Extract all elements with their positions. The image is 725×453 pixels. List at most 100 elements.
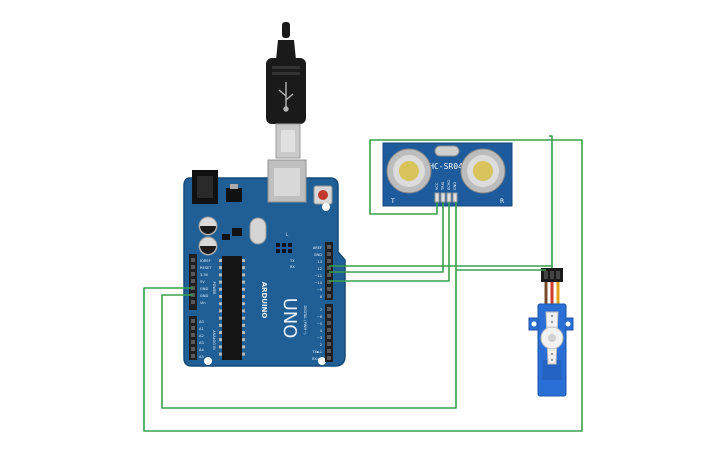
- power-pin[interactable]: [191, 258, 195, 262]
- digital-pin[interactable]: [327, 259, 331, 263]
- wire-pin10-to-echo[interactable]: [329, 202, 450, 282]
- usb-cable[interactable]: [266, 22, 306, 159]
- analog-pin[interactable]: [191, 340, 195, 344]
- pin-label: A1: [199, 327, 204, 331]
- digital-pin[interactable]: [327, 307, 331, 311]
- wires: [143, 135, 583, 432]
- chip-leg: [219, 316, 222, 320]
- atmega-chip: [222, 256, 242, 360]
- power-pin[interactable]: [191, 265, 195, 269]
- usb-cable-wire: [282, 22, 290, 38]
- analog-pin[interactable]: [191, 354, 195, 358]
- mount-hole: [318, 357, 326, 365]
- pin-label: RESET: [200, 266, 212, 270]
- analog-pin[interactable]: [191, 326, 195, 330]
- sensor-pin-label: GND: [453, 182, 457, 190]
- arduino-uno-board[interactable]: L TX RX ARDUINO UNO IOREFRESET3.3V5VGNDG…: [183, 159, 346, 367]
- chip-leg: [219, 259, 222, 262]
- pin-label: 12: [317, 267, 322, 271]
- pin-label: 7: [320, 308, 322, 312]
- pin-label: GND: [200, 294, 208, 298]
- chip-leg: [242, 309, 245, 313]
- chip-leg: [242, 266, 245, 270]
- digital-section-title: DIGITAL (PWM~): [303, 305, 307, 335]
- chip-leg: [219, 295, 222, 298]
- receiver-transducer: [460, 148, 506, 194]
- pin-label: A0: [199, 320, 204, 324]
- digital-pin[interactable]: [327, 245, 331, 249]
- power-section-title: POWER: [212, 282, 216, 296]
- micro-servo[interactable]: [528, 268, 574, 397]
- wire-gnd-to-sensor-gnd[interactable]: [161, 202, 457, 409]
- sensor-pin-label: VCC: [435, 182, 439, 190]
- digital-pin[interactable]: [327, 328, 331, 332]
- arduino-model-text: UNO: [279, 298, 300, 339]
- wire-5v-to-servo[interactable]: [143, 139, 583, 432]
- digital-pin[interactable]: [327, 273, 331, 277]
- sensor-corner-right: R: [500, 198, 504, 205]
- pin-label: 13: [317, 260, 322, 264]
- digital-pin[interactable]: [327, 356, 331, 360]
- digital-pin[interactable]: [327, 335, 331, 339]
- transmitter-transducer: [386, 148, 432, 194]
- chip-leg: [219, 302, 222, 306]
- chip-leg: [219, 309, 222, 313]
- digital-header-top: [325, 242, 333, 300]
- analog-pin-holes: [191, 319, 195, 358]
- usb-strain-relief: [276, 40, 296, 60]
- chip-leg: [219, 280, 222, 284]
- servo-horn: [540, 311, 564, 365]
- digital-pin[interactable]: [327, 342, 331, 346]
- chip-leg: [219, 352, 222, 356]
- pin-label: GND: [314, 253, 322, 257]
- power-pin[interactable]: [191, 272, 195, 276]
- sensor-pin-label: ECHO: [447, 180, 451, 190]
- power-pin[interactable]: [191, 300, 195, 304]
- mount-hole: [322, 203, 330, 211]
- chip-leg: [219, 273, 222, 277]
- led-label-l: L: [286, 232, 289, 237]
- chip-leg: [219, 287, 222, 291]
- pin-label: 4: [320, 329, 323, 333]
- chip-leg: [242, 323, 245, 327]
- sensor-name-label: HC-SR04: [429, 162, 463, 171]
- chip-leg: [242, 273, 245, 277]
- digital-pin[interactable]: [327, 287, 331, 291]
- sensor-pin-label: TRIG: [441, 181, 445, 191]
- chip-leg: [242, 295, 245, 298]
- digital-pin[interactable]: [327, 294, 331, 298]
- sensor-crystal: [434, 145, 460, 157]
- pin-label: A4: [199, 348, 204, 352]
- analog-pin[interactable]: [191, 347, 195, 351]
- digital-pin[interactable]: [327, 280, 331, 284]
- digital-pin[interactable]: [327, 266, 331, 270]
- chip-legs: [219, 259, 245, 356]
- chip-leg: [242, 302, 245, 306]
- chip-leg: [242, 259, 245, 262]
- power-pin[interactable]: [191, 279, 195, 283]
- chip-leg: [242, 316, 245, 320]
- analog-pin[interactable]: [191, 319, 195, 323]
- icsp-header: [276, 243, 292, 253]
- pin-label: 2: [320, 343, 322, 347]
- chip-leg: [219, 323, 222, 327]
- wire-servo-vcc[interactable]: [549, 135, 553, 268]
- pin-label: A5: [199, 355, 204, 359]
- analog-header: [189, 316, 197, 360]
- digital-pin[interactable]: [327, 252, 331, 256]
- chip-leg: [242, 352, 245, 356]
- pin-label: A2: [199, 334, 204, 338]
- analog-pin[interactable]: [191, 333, 195, 337]
- pin-label: A3: [199, 341, 204, 345]
- wire-pin11-to-trig[interactable]: [329, 202, 444, 273]
- digital-pin[interactable]: [327, 314, 331, 318]
- digital-pin[interactable]: [327, 321, 331, 325]
- pin-label: ~3: [317, 336, 322, 340]
- pin-label: ~10: [314, 281, 322, 285]
- digital-pin[interactable]: [327, 349, 331, 353]
